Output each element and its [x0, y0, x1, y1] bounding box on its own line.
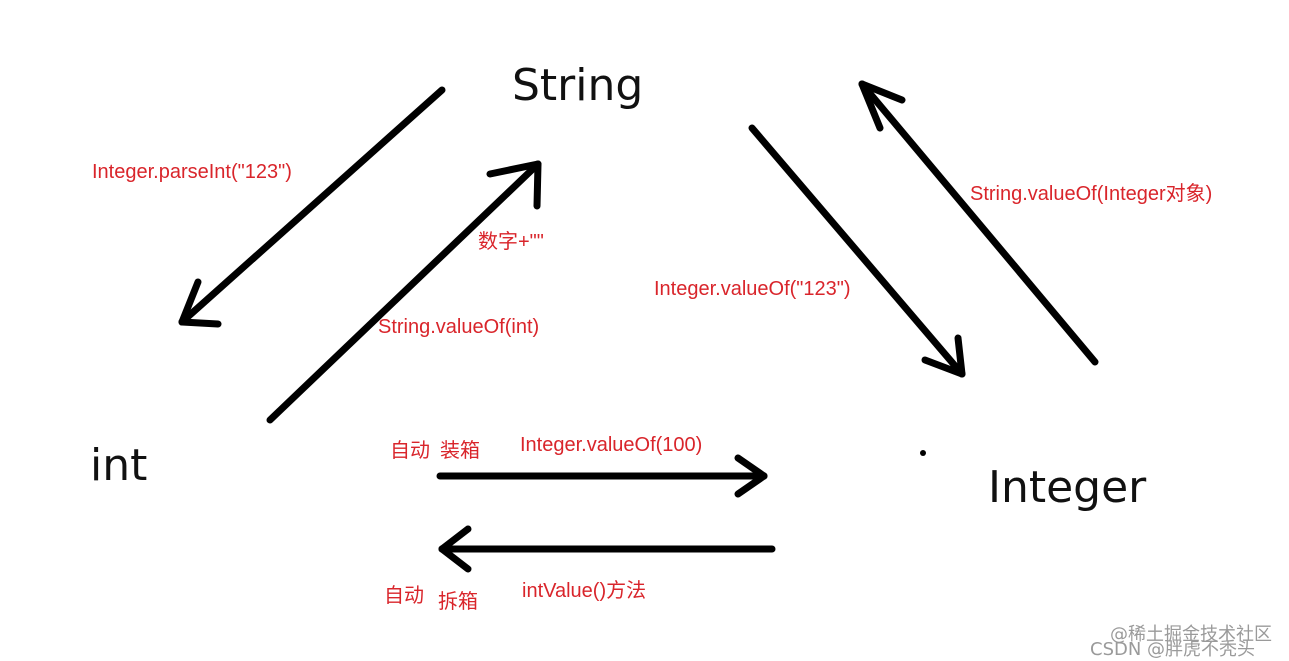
watermark-juejin: @稀土掘金技术社区 — [1110, 624, 1272, 645]
arrow-string-to-int — [178, 86, 446, 328]
arrow-string-to-integer — [748, 124, 966, 378]
arrow-integer-to-string — [858, 80, 1099, 366]
arrow-autoboxing — [436, 454, 768, 498]
watermark-csdn: CSDN @胖虎不秃头 — [1090, 639, 1256, 660]
label-auto-boxing-2: 装箱 — [440, 440, 480, 462]
node-string: String — [512, 60, 644, 111]
label-string-valueof-int: String.valueOf(int) — [378, 316, 540, 338]
label-auto-unboxing-1: 自动 — [384, 585, 424, 607]
node-int: int — [90, 440, 148, 491]
arrow-unboxing — [438, 525, 776, 573]
label-auto-unboxing-2: 拆箱 — [438, 591, 478, 613]
stray-dot — [920, 450, 926, 456]
label-integer-valueof-100: Integer.valueOf(100) — [520, 434, 703, 456]
label-number-plus-empty: 数字+"" — [478, 231, 544, 253]
label-auto-boxing-1: 自动 — [390, 440, 430, 462]
arrow-int-to-string — [266, 160, 542, 424]
node-integer: Integer — [988, 462, 1147, 513]
label-string-valueof-integer: String.valueOf(Integer对象) — [970, 183, 1213, 205]
label-intvalue-method: intValue()方法 — [522, 580, 647, 602]
label-integer-valueof-123: Integer.valueOf("123") — [654, 278, 851, 300]
label-parse-int: Integer.parseInt("123") — [92, 161, 292, 183]
